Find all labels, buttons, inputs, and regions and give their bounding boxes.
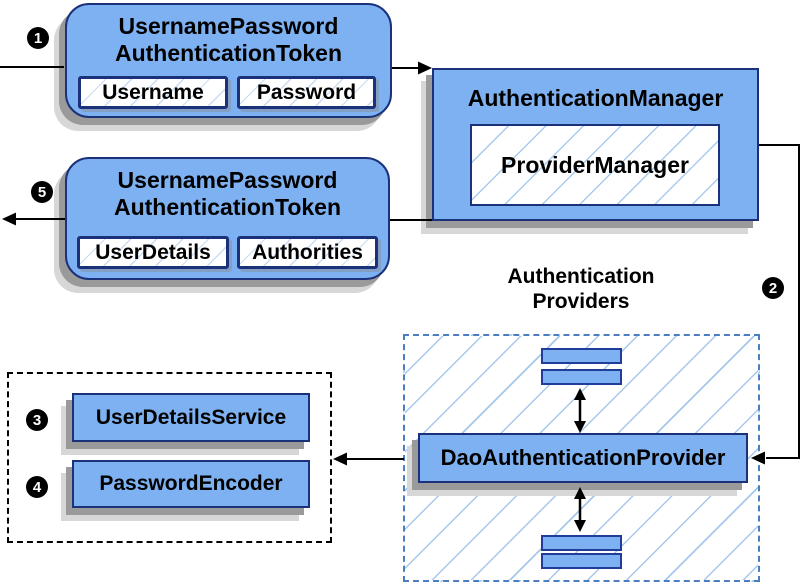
request-token-title: UsernamePassword AuthenticationToken xyxy=(67,5,390,67)
step-badge-1: 1 xyxy=(27,27,49,49)
authorities-field-box: Authorities xyxy=(237,236,378,269)
provider-stack-bottom-bar-1 xyxy=(541,535,622,551)
step-badge-4: 4 xyxy=(26,476,48,498)
authentication-providers-title-line2: Providers xyxy=(532,290,630,313)
request-token-title-line1: UsernamePassword xyxy=(118,13,339,39)
connector-step2-manager-to-dao xyxy=(759,144,800,459)
step-badge-5: 5 xyxy=(31,181,53,203)
provider-stack-bottom-bar-2 xyxy=(541,553,622,569)
step-badge-2: 2 xyxy=(762,277,784,299)
request-token-node: UsernamePassword AuthenticationToken Use… xyxy=(65,3,392,118)
arrowhead-dao-to-services xyxy=(333,452,347,466)
step-badge-3: 3 xyxy=(26,409,48,431)
services-group-box xyxy=(7,372,332,543)
result-token-title: UsernamePassword AuthenticationToken xyxy=(67,159,388,221)
result-token-title-line1: UsernamePassword xyxy=(117,167,338,193)
authentication-providers-title-line1: Authentication xyxy=(507,265,655,288)
password-field-box: Password xyxy=(237,76,376,109)
request-token-title-line2: AuthenticationToken xyxy=(114,40,342,66)
authentication-manager-node: AuthenticationManager ProviderManager xyxy=(432,68,759,221)
authentication-providers-title: Authentication Providers xyxy=(460,264,702,314)
arrowhead-step5-outgoing xyxy=(2,212,16,226)
username-field-box: Username xyxy=(78,76,228,109)
provider-stack-top-bar-1 xyxy=(541,348,622,364)
provider-stack-top-bar-2 xyxy=(541,369,622,385)
user-details-service-node: UserDetailsService xyxy=(72,393,310,442)
dao-authentication-provider-node: DaoAuthenticationProvider xyxy=(418,433,748,483)
result-token-title-line2: AuthenticationToken xyxy=(113,194,341,220)
userdetails-field-box: UserDetails xyxy=(77,236,229,269)
authentication-manager-title: AuthenticationManager xyxy=(467,85,724,111)
result-token-node: UsernamePassword AuthenticationToken Use… xyxy=(65,157,390,280)
password-encoder-node: PasswordEncoder xyxy=(72,460,310,508)
provider-manager-box: ProviderManager xyxy=(470,124,720,206)
arrowhead-token-to-manager xyxy=(418,61,432,75)
